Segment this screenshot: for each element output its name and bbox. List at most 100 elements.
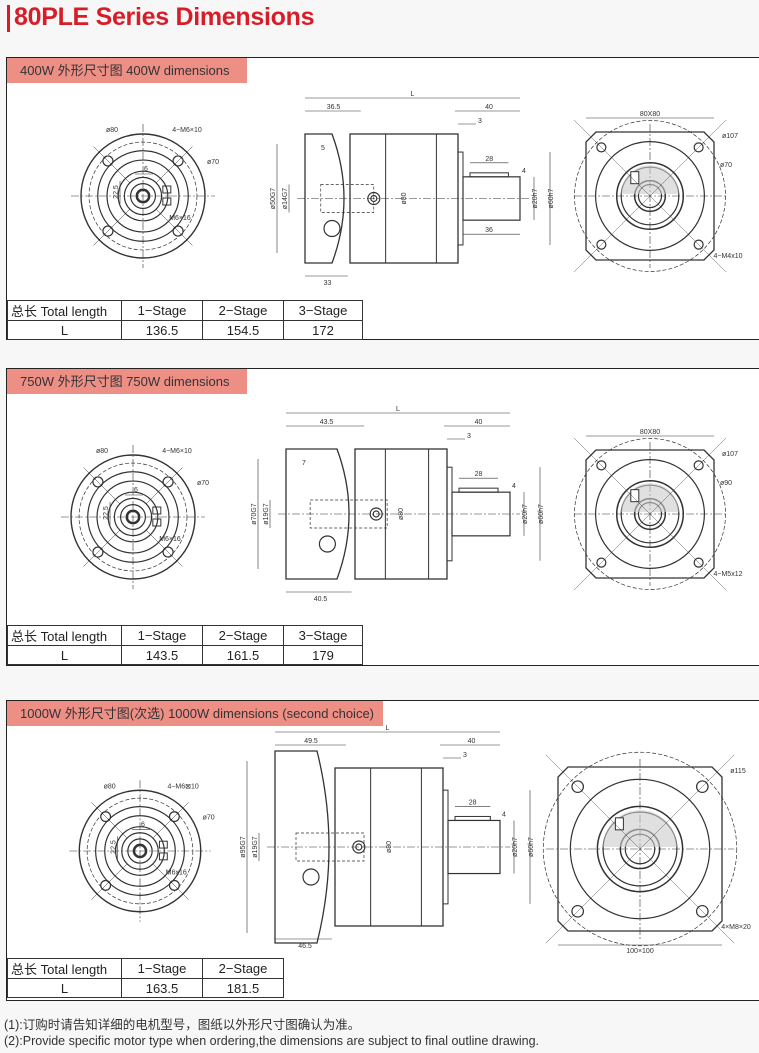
drawing-circle — [615, 479, 685, 549]
dimension-label: 4−M6⊠10 — [167, 783, 198, 790]
dimension-label: 4 — [512, 483, 516, 490]
square-flange — [585, 131, 715, 261]
dimension-label: 4−M6×10 — [162, 448, 192, 455]
total-length-table: 总长 Total length 1−Stage 2−Stage 3−Stage … — [7, 625, 363, 665]
dimension-label: 22.5 — [103, 506, 110, 520]
dimension-label: ø80 — [386, 841, 393, 853]
drawing-line — [91, 802, 128, 839]
drawing-circle — [115, 826, 165, 876]
dimension-label: L — [386, 725, 390, 732]
drawing-circle — [596, 805, 684, 893]
bolt-hole — [596, 460, 607, 471]
table-header-cell: 3−Stage — [283, 300, 363, 321]
clamp-screw — [630, 171, 640, 185]
total-length-table: 总长 Total length 1−Stage 2−Stage 3−Stage … — [7, 300, 363, 340]
dimension-label: ø107 — [722, 451, 738, 458]
drawing-circle — [132, 843, 148, 859]
bolt-hole — [596, 142, 607, 153]
drawing-line — [649, 513, 727, 591]
dimension-label: ø20h7 — [522, 504, 529, 524]
table-header-cell: 总长 Total length — [7, 300, 122, 321]
dimension-label: 4 — [502, 811, 506, 818]
dimension-label: 40 — [485, 104, 493, 111]
drawing-line — [573, 195, 651, 273]
dimension-label: 6 — [144, 166, 148, 173]
dimension-label: M6×16 — [159, 536, 181, 543]
table-header-cell: 2−Stage — [202, 300, 284, 321]
table-header-cell: 1−Stage — [121, 958, 203, 979]
dimension-label: 40.5 — [314, 596, 328, 603]
clamp-slot — [162, 185, 172, 194]
drawing-line — [93, 146, 131, 184]
table-header-row: 总长 Total length 1−Stage 2−Stage — [7, 958, 284, 979]
dimension-label: 7 — [302, 460, 306, 467]
bolt-hole — [693, 460, 704, 471]
table-row: L 163.5 181.5 — [7, 978, 284, 998]
drawing-line — [83, 467, 121, 505]
table-header-row: 总长 Total length 1−Stage 2−Stage 3−Stage — [7, 300, 363, 321]
bolt-hole — [172, 225, 184, 237]
bolt-hole — [100, 879, 112, 891]
note-2: (2):Provide specific motor type when ord… — [4, 1034, 539, 1048]
dimension-label: ø60h7 — [528, 837, 535, 857]
square-flange — [585, 449, 715, 579]
drawing-circle — [113, 497, 153, 537]
bolt-hole — [162, 476, 174, 488]
dimension-label: ø80 — [96, 448, 108, 455]
section-header: 400W 外形尺寸图 400W dimensions — [7, 58, 247, 83]
drawing-circle — [135, 188, 151, 204]
bolt-hole — [693, 557, 704, 568]
dimension-label: 100×100 — [626, 948, 654, 955]
bolt-hole — [596, 557, 607, 568]
drawing-line — [91, 863, 128, 900]
drawing-line — [152, 863, 189, 900]
drawing-line — [83, 529, 121, 567]
screw-hole — [369, 507, 383, 521]
dimension-label: ø70 — [207, 159, 219, 166]
drawing-line — [639, 848, 735, 944]
drawing-circle — [119, 503, 146, 530]
table-row: L 143.5 161.5 179 — [7, 645, 363, 665]
dimension-label: ø80 — [398, 508, 405, 520]
table-header-cell: 总长 Total length — [7, 625, 122, 646]
table-cell: 161.5 — [202, 645, 284, 665]
drawing-circle — [70, 454, 196, 580]
drawing-line — [573, 513, 651, 591]
dimension-label: 22.5 — [113, 185, 120, 199]
dimension-label: 4−M6×10 — [172, 127, 202, 134]
drawing-circle — [615, 161, 685, 231]
drawing-line — [155, 146, 193, 184]
dimension-label: ø60h7 — [538, 504, 545, 524]
drawing-line — [145, 529, 183, 567]
dimension-label: ø14G7 — [282, 188, 289, 210]
dimension-label: 4×M8×20 — [721, 924, 751, 931]
table-header-cell: 总长 Total length — [7, 958, 122, 979]
drawing-circle — [95, 806, 185, 896]
dimension-label: 3 — [478, 118, 482, 125]
drawing-circle — [125, 509, 141, 525]
dimension-label: 46.5 — [298, 943, 312, 950]
table-cell: L — [7, 978, 122, 998]
drawing-circle — [574, 120, 726, 272]
dimension-label: ø115 — [730, 768, 746, 775]
drawing-circle — [96, 480, 170, 554]
drawing-circle — [372, 510, 380, 518]
drawing-line — [152, 802, 189, 839]
table-cell: 163.5 — [121, 978, 203, 998]
section-1000w: 1000W 外形尺寸图(次选) 1000W dimensions (second… — [6, 700, 759, 1001]
dimension-label: 33 — [324, 280, 332, 287]
dimension-label: 49.5 — [304, 738, 318, 745]
drawing-circle — [97, 150, 189, 242]
drawing-circle — [107, 491, 159, 543]
dimension-label: ø80 — [401, 192, 408, 204]
dimension-label: 4−M4x10 — [714, 253, 743, 260]
table-header-row: 总长 Total length 1−Stage 2−Stage 3−Stage — [7, 625, 363, 646]
clamp-slot — [152, 518, 162, 527]
drawing-circle — [80, 133, 206, 259]
drawing-line — [649, 195, 727, 273]
drawing-circle — [355, 843, 363, 851]
dimension-label: ø70 — [720, 162, 732, 169]
drawing-circle — [370, 194, 378, 203]
drawing-circle — [127, 838, 153, 864]
